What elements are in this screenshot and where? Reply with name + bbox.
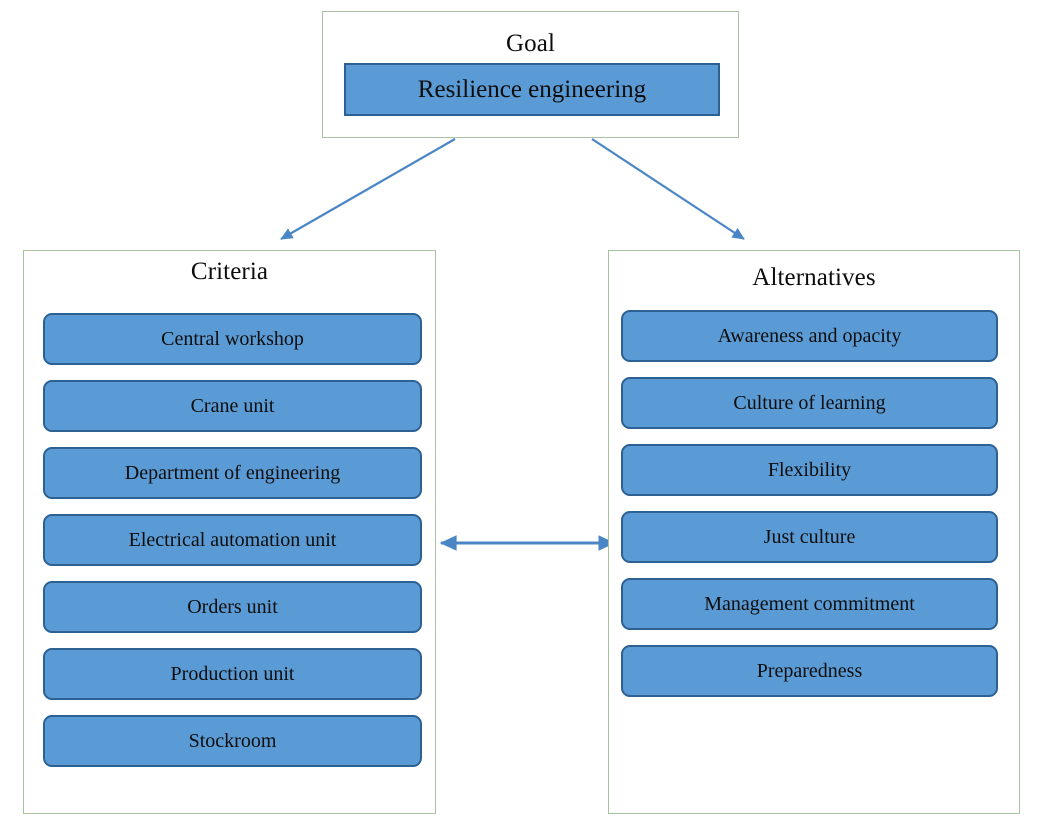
goal-node-resilience-engineering[interactable]: Resilience engineering [344, 63, 720, 116]
goal-panel: Goal Resilience engineering [322, 11, 739, 138]
arrow-goal-to-criteria [280, 138, 456, 240]
arrow-goal-to-alternatives [591, 138, 745, 240]
alternatives-node-awareness-and-opacity[interactable]: Awareness and opacity [621, 310, 998, 362]
alternatives-node-label: Just culture [763, 526, 856, 548]
alternatives-node-management-commitment[interactable]: Management commitment [621, 578, 998, 630]
criteria-node-label: Crane unit [190, 395, 275, 417]
criteria-node-crane-unit[interactable]: Crane unit [43, 380, 422, 432]
alternatives-node-list: Awareness and opacity Culture of learnin… [609, 310, 1019, 697]
criteria-node-label: Central workshop [161, 328, 304, 350]
criteria-panel-title: Criteria [190, 258, 269, 285]
criteria-node-list: Central workshop Crane unit Department o… [24, 313, 435, 767]
criteria-node-central-workshop[interactable]: Central workshop [43, 313, 422, 365]
criteria-node-stockroom[interactable]: Stockroom [43, 715, 422, 767]
criteria-node-label: Production unit [170, 663, 295, 685]
alternatives-node-label: Awareness and opacity [717, 325, 902, 347]
alternatives-node-label: Preparedness [756, 660, 863, 682]
criteria-node-label: Electrical automation unit [128, 529, 337, 551]
criteria-node-electrical-automation-unit[interactable]: Electrical automation unit [43, 514, 422, 566]
alternatives-node-preparedness[interactable]: Preparedness [621, 645, 998, 697]
alternatives-node-label: Flexibility [767, 459, 852, 481]
criteria-node-orders-unit[interactable]: Orders unit [43, 581, 422, 633]
criteria-node-label: Stockroom [188, 730, 277, 752]
goal-node-label: Resilience engineering [417, 76, 647, 103]
alternatives-node-just-culture[interactable]: Just culture [621, 511, 998, 563]
criteria-node-department-of-engineering[interactable]: Department of engineering [43, 447, 422, 499]
alternatives-panel-title: Alternatives [752, 264, 876, 291]
alternatives-node-flexibility[interactable]: Flexibility [621, 444, 998, 496]
goal-panel-title: Goal [506, 30, 555, 57]
criteria-node-label: Orders unit [187, 596, 278, 618]
alternatives-node-label: Culture of learning [733, 392, 886, 414]
alternatives-node-culture-of-learning[interactable]: Culture of learning [621, 377, 998, 429]
criteria-node-label: Department of engineering [124, 462, 341, 484]
alternatives-panel: Alternatives Awareness and opacity Cultu… [608, 250, 1020, 814]
alternatives-node-label: Management commitment [704, 593, 915, 615]
criteria-node-production-unit[interactable]: Production unit [43, 648, 422, 700]
criteria-panel: Criteria Central workshop Crane unit Dep… [23, 250, 436, 814]
